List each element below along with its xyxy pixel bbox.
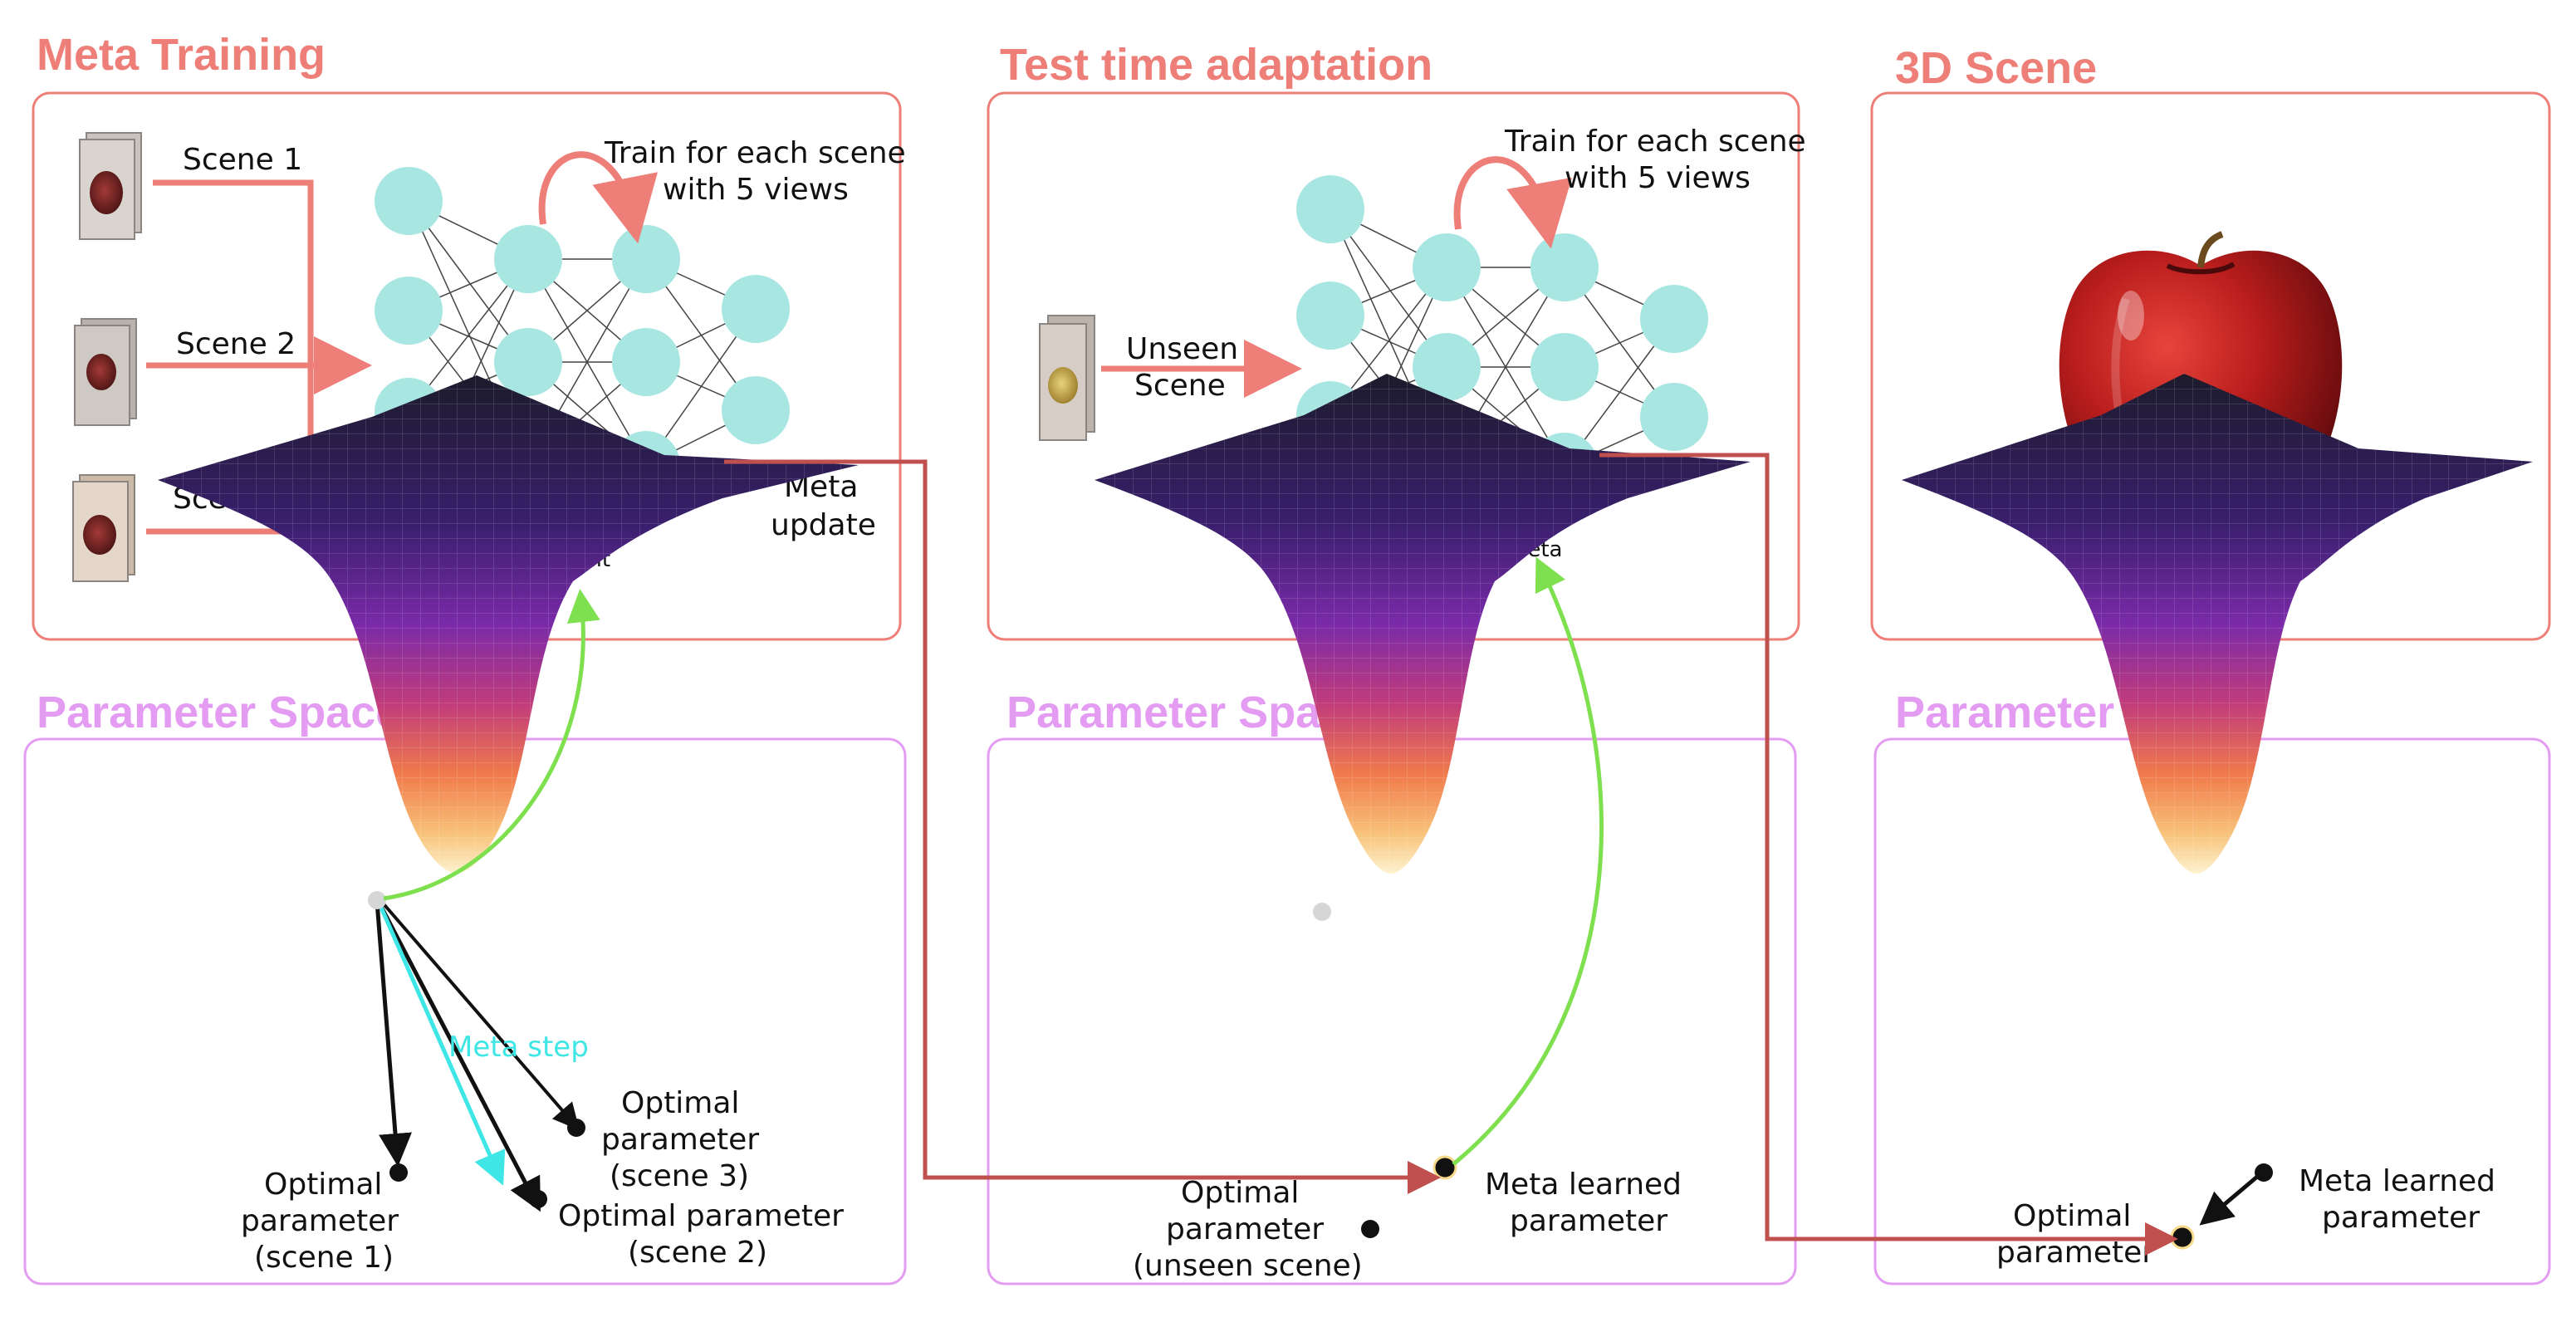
title-test-time-adaptation: Test time adaptation (1000, 40, 1432, 90)
ps1-initial-point (368, 891, 386, 909)
svg-text:parameter: parameter (601, 1123, 759, 1157)
train-label-1-line1: Train for each scene (604, 136, 906, 170)
ps3-optimal-point (2170, 1225, 2195, 1250)
network-node (1640, 285, 1708, 353)
ps1-optimal-point-scene2 (529, 1190, 547, 1208)
title-parameter-space-2: Parameter Space (1006, 688, 1370, 737)
svg-text:Meta learned: Meta learned (2299, 1164, 2495, 1198)
svg-text:Optimal: Optimal (2013, 1199, 2131, 1233)
ps2-initial-point (1313, 903, 1331, 921)
train-label-2-line1: Train for each scene (1504, 125, 1806, 159)
ps1-optimal-point-scene3 (567, 1119, 585, 1137)
train-loop-arrow-1 (538, 151, 658, 244)
train-label-2-line2: with 5 views (1565, 161, 1751, 195)
scene-2-thumbnail (74, 318, 137, 426)
ps2-optimal-unseen-label: Optimal parameter (unseen scene) (1133, 1176, 1363, 1283)
svg-text:(unseen scene): (unseen scene) (1133, 1249, 1363, 1283)
ps1-initial-label: Initial parameter (410, 894, 660, 928)
ps2-initial-label: Initial parameter (1164, 940, 1414, 974)
title-meta-training: Meta Training (37, 30, 326, 80)
network-node (1640, 383, 1708, 451)
ps3-meta-learned-label: Meta learned parameter (2299, 1164, 2495, 1235)
svg-text:Optimal parameter: Optimal parameter (558, 1199, 844, 1233)
network-node (1296, 282, 1364, 350)
svg-text:Optimal: Optimal (621, 1086, 739, 1120)
loss-surface-2 (1095, 374, 1751, 874)
meta-update-connector (724, 459, 1441, 1194)
network-node (722, 275, 790, 343)
ps1-optimal-point-scene1 (389, 1163, 408, 1182)
green-arrow-init-to-theta (383, 589, 600, 901)
network-node (375, 167, 443, 235)
ps3-initial-point (2132, 898, 2150, 916)
svg-text:Optimal: Optimal (264, 1168, 382, 1202)
svg-text:parameter: parameter (1510, 1204, 1668, 1238)
unseen-label-line1: Unseen (1126, 332, 1238, 366)
meta-update-label-line2: update (771, 508, 876, 542)
svg-text:parameter: parameter (1996, 1236, 2154, 1270)
ps2-optimal-unseen-point (1361, 1220, 1379, 1238)
network-node (1530, 333, 1599, 401)
title-3d-scene: 3D Scene (1895, 43, 2097, 93)
train-label-1-line2: with 5 views (663, 173, 849, 207)
network-node (375, 277, 443, 345)
loss-surface-3 (1902, 374, 2533, 874)
network-node (494, 328, 562, 396)
svg-text:Optimal: Optimal (1181, 1176, 1299, 1210)
svg-text:(scene 1): (scene 1) (254, 1241, 394, 1275)
scene-merge-connector (146, 179, 372, 535)
ps2-meta-learned-label: Meta learned parameter (1485, 1168, 1682, 1238)
svg-text:(scene 3): (scene 3) (610, 1159, 749, 1193)
title-parameter-space-1: Parameter Space (37, 688, 400, 737)
scene-1-label: Scene 1 (183, 143, 302, 177)
network-node (722, 376, 790, 444)
ps1-arrows (375, 899, 580, 1212)
ps1-opt3-label: Optimal parameter (scene 3) (601, 1086, 759, 1193)
scene-3-thumbnail (72, 474, 135, 582)
network-node (1296, 175, 1364, 243)
network-node (612, 225, 680, 293)
svg-text:(scene 2): (scene 2) (628, 1236, 767, 1270)
svg-text:parameter: parameter (2322, 1201, 2480, 1235)
green-arrow-meta-to-theta (1452, 556, 1604, 1166)
unseen-label-line2: Scene (1134, 369, 1226, 403)
theta-meta-to-ps3-connector (1599, 453, 2178, 1256)
ps3-meta-learned-point (2255, 1163, 2273, 1182)
ps3-step-arrow (2199, 1171, 2264, 1226)
unseen-scene-thumbnail (1039, 315, 1095, 441)
ps1-meta-step-label: Meta step (448, 1031, 589, 1064)
scene-1-thumbnail (79, 132, 142, 240)
network-node (1413, 333, 1481, 401)
network-node (612, 328, 680, 396)
network-node (494, 225, 562, 293)
svg-text:Meta learned: Meta learned (1485, 1168, 1682, 1202)
svg-text:parameter: parameter (241, 1204, 399, 1238)
ps1-opt1-label: Optimal parameter (scene 1) (241, 1168, 399, 1275)
train-loop-arrow-2 (1453, 156, 1572, 249)
svg-text:parameter: parameter (1166, 1212, 1324, 1246)
network-node (1413, 233, 1481, 301)
loss-surface-1 (158, 375, 859, 874)
ps1-opt2-label: Optimal parameter (scene 2) (558, 1199, 844, 1270)
scene-2-label: Scene 2 (176, 327, 296, 361)
ps2-meta-learned-point (1432, 1155, 1457, 1180)
ps3-initial-label: Initial parameter (2167, 890, 2417, 924)
ps3-optimal-label: Optimal parameter (1996, 1199, 2154, 1270)
network-node (1530, 233, 1599, 301)
